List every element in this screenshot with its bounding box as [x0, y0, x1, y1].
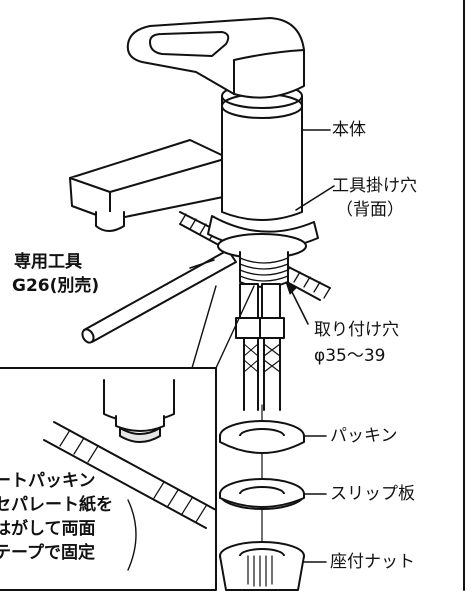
- label-tool-hole: 工具掛け穴: [332, 176, 417, 196]
- label-slip-plate: スリップ板: [330, 484, 415, 504]
- detail-text-line3: はがして両面: [0, 519, 96, 539]
- base-flange: [207, 215, 319, 259]
- slip-plate: [219, 478, 305, 510]
- label-tool-model: G26(別売): [12, 276, 100, 296]
- label-special-tool: 専用工具: [14, 252, 82, 272]
- label-body: 本体: [332, 120, 366, 140]
- packing-ring: [219, 420, 305, 454]
- label-packing: パッキン: [330, 426, 398, 446]
- label-seat-nut: 座付ナット: [330, 552, 415, 572]
- label-mounting-hole: 取り付け穴: [314, 320, 399, 340]
- detail-text-line4: テープで固定: [0, 543, 95, 563]
- detail-callout-line-a: [191, 285, 217, 369]
- label-tool-hole-note: （背面）: [336, 200, 404, 220]
- threaded-shank: [239, 251, 289, 288]
- special-tool: [81, 249, 237, 344]
- lever-handle: [126, 17, 305, 99]
- mount-arrow: [285, 281, 297, 295]
- detail-callout-line-b: [215, 285, 255, 369]
- detail-text-line2: セパレート紙を: [0, 495, 113, 515]
- detail-inset: [0, 367, 217, 591]
- hoses: [235, 283, 285, 411]
- detail-text-line1: ートパッキン: [0, 471, 96, 491]
- spout: [69, 139, 229, 232]
- faucet-body: [221, 79, 303, 221]
- label-mounting-hole-size: φ35〜39: [314, 346, 386, 366]
- seat-nut: [219, 541, 305, 591]
